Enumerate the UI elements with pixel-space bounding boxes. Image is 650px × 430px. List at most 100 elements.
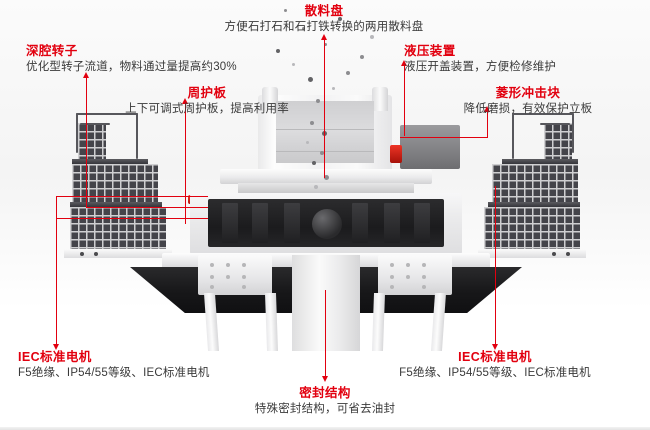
callout-description: 液压开盖装置，方便检修维护 — [404, 61, 557, 73]
left-handrail-post-a — [76, 113, 78, 153]
right-base-bolt-b — [552, 252, 556, 256]
leader-line-iec-left-h1 — [56, 196, 208, 198]
crushing-chamber-housing — [190, 193, 462, 255]
callout-heading: 液压装置 — [404, 44, 456, 58]
callout-description: F5绝缘、IP54/55等级、IEC标准电机 — [399, 367, 591, 379]
callout-iec-motor-right: IEC标准电机 F5绝缘、IP54/55等级、IEC标准电机 — [399, 350, 591, 381]
mount-hole — [422, 263, 426, 267]
left-handrail-top — [76, 113, 138, 115]
material-particle — [276, 49, 280, 53]
hydraulic-opening-device — [390, 125, 460, 169]
support-leg-left-inner — [264, 293, 279, 351]
mount-hole — [242, 275, 246, 279]
right-walkway-deck-lower — [488, 202, 580, 207]
right-bearing-mount-plate — [378, 255, 452, 295]
rotor-vane-2 — [252, 203, 268, 243]
left-bearing-mount-plate — [198, 255, 272, 295]
mount-hole — [210, 275, 214, 279]
left-base-bolt-b — [94, 252, 98, 256]
rotor-vane-1 — [222, 203, 238, 243]
callout-sealing-structure: 密封结构 特殊密封结构，可省去油封 — [255, 386, 395, 417]
right-walkway-deck-upper — [502, 159, 578, 164]
right-handrail-post-b — [512, 113, 514, 159]
material-particle — [306, 141, 309, 144]
callout-heading: IEC标准电机 — [18, 350, 92, 364]
material-particle — [360, 55, 364, 59]
left-base-bolt-a — [80, 252, 84, 256]
leader-arrow-guard-plate — [182, 98, 188, 104]
leader-line-impact-block-h — [400, 137, 488, 139]
right-lower-guard-panel — [484, 207, 580, 249]
leader-line-distributor-plate — [324, 40, 326, 178]
mount-hole — [210, 263, 214, 267]
callout-feed-distributor-plate: 散料盘 方便石打石和石打铁转换的两用散料盘 — [225, 4, 424, 35]
rotor-hub — [312, 209, 342, 239]
material-particle — [324, 175, 329, 180]
callout-heading: 周护板 — [187, 86, 227, 100]
right-handrail-top — [512, 113, 574, 115]
leader-arrow-deep-cavity-rotor — [83, 72, 89, 78]
rotor-vane-5 — [384, 203, 400, 243]
right-mid-guard-panel — [492, 164, 578, 202]
callout-deep-cavity-rotor: 深腔转子 优化型转子流道，物料通过量提高约30% — [26, 44, 237, 75]
callout-description: 方便石打石和石打铁转换的两用散料盘 — [224, 21, 424, 33]
callout-heading: 菱形冲击块 — [495, 86, 561, 100]
material-particle — [320, 151, 324, 155]
mount-hole — [226, 275, 230, 279]
left-handrail-post-b — [136, 113, 138, 159]
callout-heading: 深腔转子 — [26, 44, 78, 58]
left-walkway-deck-lower — [70, 202, 162, 207]
left-walkway-deck-upper — [72, 159, 148, 164]
hopper-post-left — [262, 87, 278, 111]
leader-arrow-iec-right — [492, 344, 498, 350]
leader-arrow-sealing-structure — [322, 376, 328, 382]
callout-hydraulic-device: 液压装置 液压开盖装置，方便检修维护 — [404, 44, 556, 75]
material-particle — [346, 71, 350, 75]
left-platform-base — [64, 249, 172, 258]
callout-iec-motor-left: IEC标准电机 F5绝缘、IP54/55等级、IEC标准电机 — [18, 350, 210, 381]
leader-arrow-distributor-plate — [321, 34, 327, 40]
rotor-cavity — [208, 199, 444, 247]
leader-line-iec-left-v2 — [56, 218, 58, 346]
material-particle — [332, 87, 335, 90]
callout-description: 特殊密封结构，可省去油封 — [254, 403, 396, 415]
leader-line-iec-left-v1 — [56, 196, 58, 218]
mount-hole — [390, 285, 394, 289]
mount-hole — [422, 285, 426, 289]
callout-heading: IEC标准电机 — [458, 350, 532, 364]
mount-hole — [390, 263, 394, 267]
mount-hole — [406, 263, 410, 267]
mount-hole — [226, 263, 230, 267]
leader-arrow-iec-left — [53, 344, 59, 350]
right-handrail-mid — [540, 123, 570, 125]
mount-hole — [242, 263, 246, 267]
material-particle — [312, 161, 316, 165]
material-particle — [316, 99, 320, 103]
callout-heading: 散料盘 — [304, 4, 344, 18]
material-particle — [314, 185, 318, 189]
bottom-divider — [0, 427, 650, 430]
leader-line-deep-cavity-rotor-h — [86, 207, 208, 209]
material-particle — [324, 43, 327, 46]
leader-line-deep-cavity-rotor-v — [86, 78, 88, 208]
callout-description: 优化型转子流道，物料通过量提高约30% — [26, 61, 237, 73]
support-leg-right-inner — [371, 293, 386, 351]
leader-line-impact-block-v — [487, 112, 489, 138]
rotor-vane-3 — [284, 203, 300, 243]
material-particle — [308, 77, 313, 82]
callout-peripheral-guard-plate: 周护板 上下可调式周护板，提高利用率 — [125, 86, 289, 117]
leader-line-iec-right — [495, 186, 497, 346]
leader-line-sealing-structure — [325, 290, 327, 378]
leader-line-hydraulic-device — [404, 66, 406, 136]
leader-line-guard-plate — [185, 104, 187, 224]
callout-heading: 密封结构 — [299, 386, 351, 400]
right-platform-base — [478, 249, 586, 258]
mount-hole — [242, 285, 246, 289]
material-particle — [338, 17, 342, 21]
leader-arrow-impact-block — [484, 106, 490, 112]
material-particle — [310, 121, 314, 125]
right-base-bolt-a — [566, 252, 570, 256]
material-particle — [370, 35, 374, 39]
mount-hole — [422, 275, 426, 279]
